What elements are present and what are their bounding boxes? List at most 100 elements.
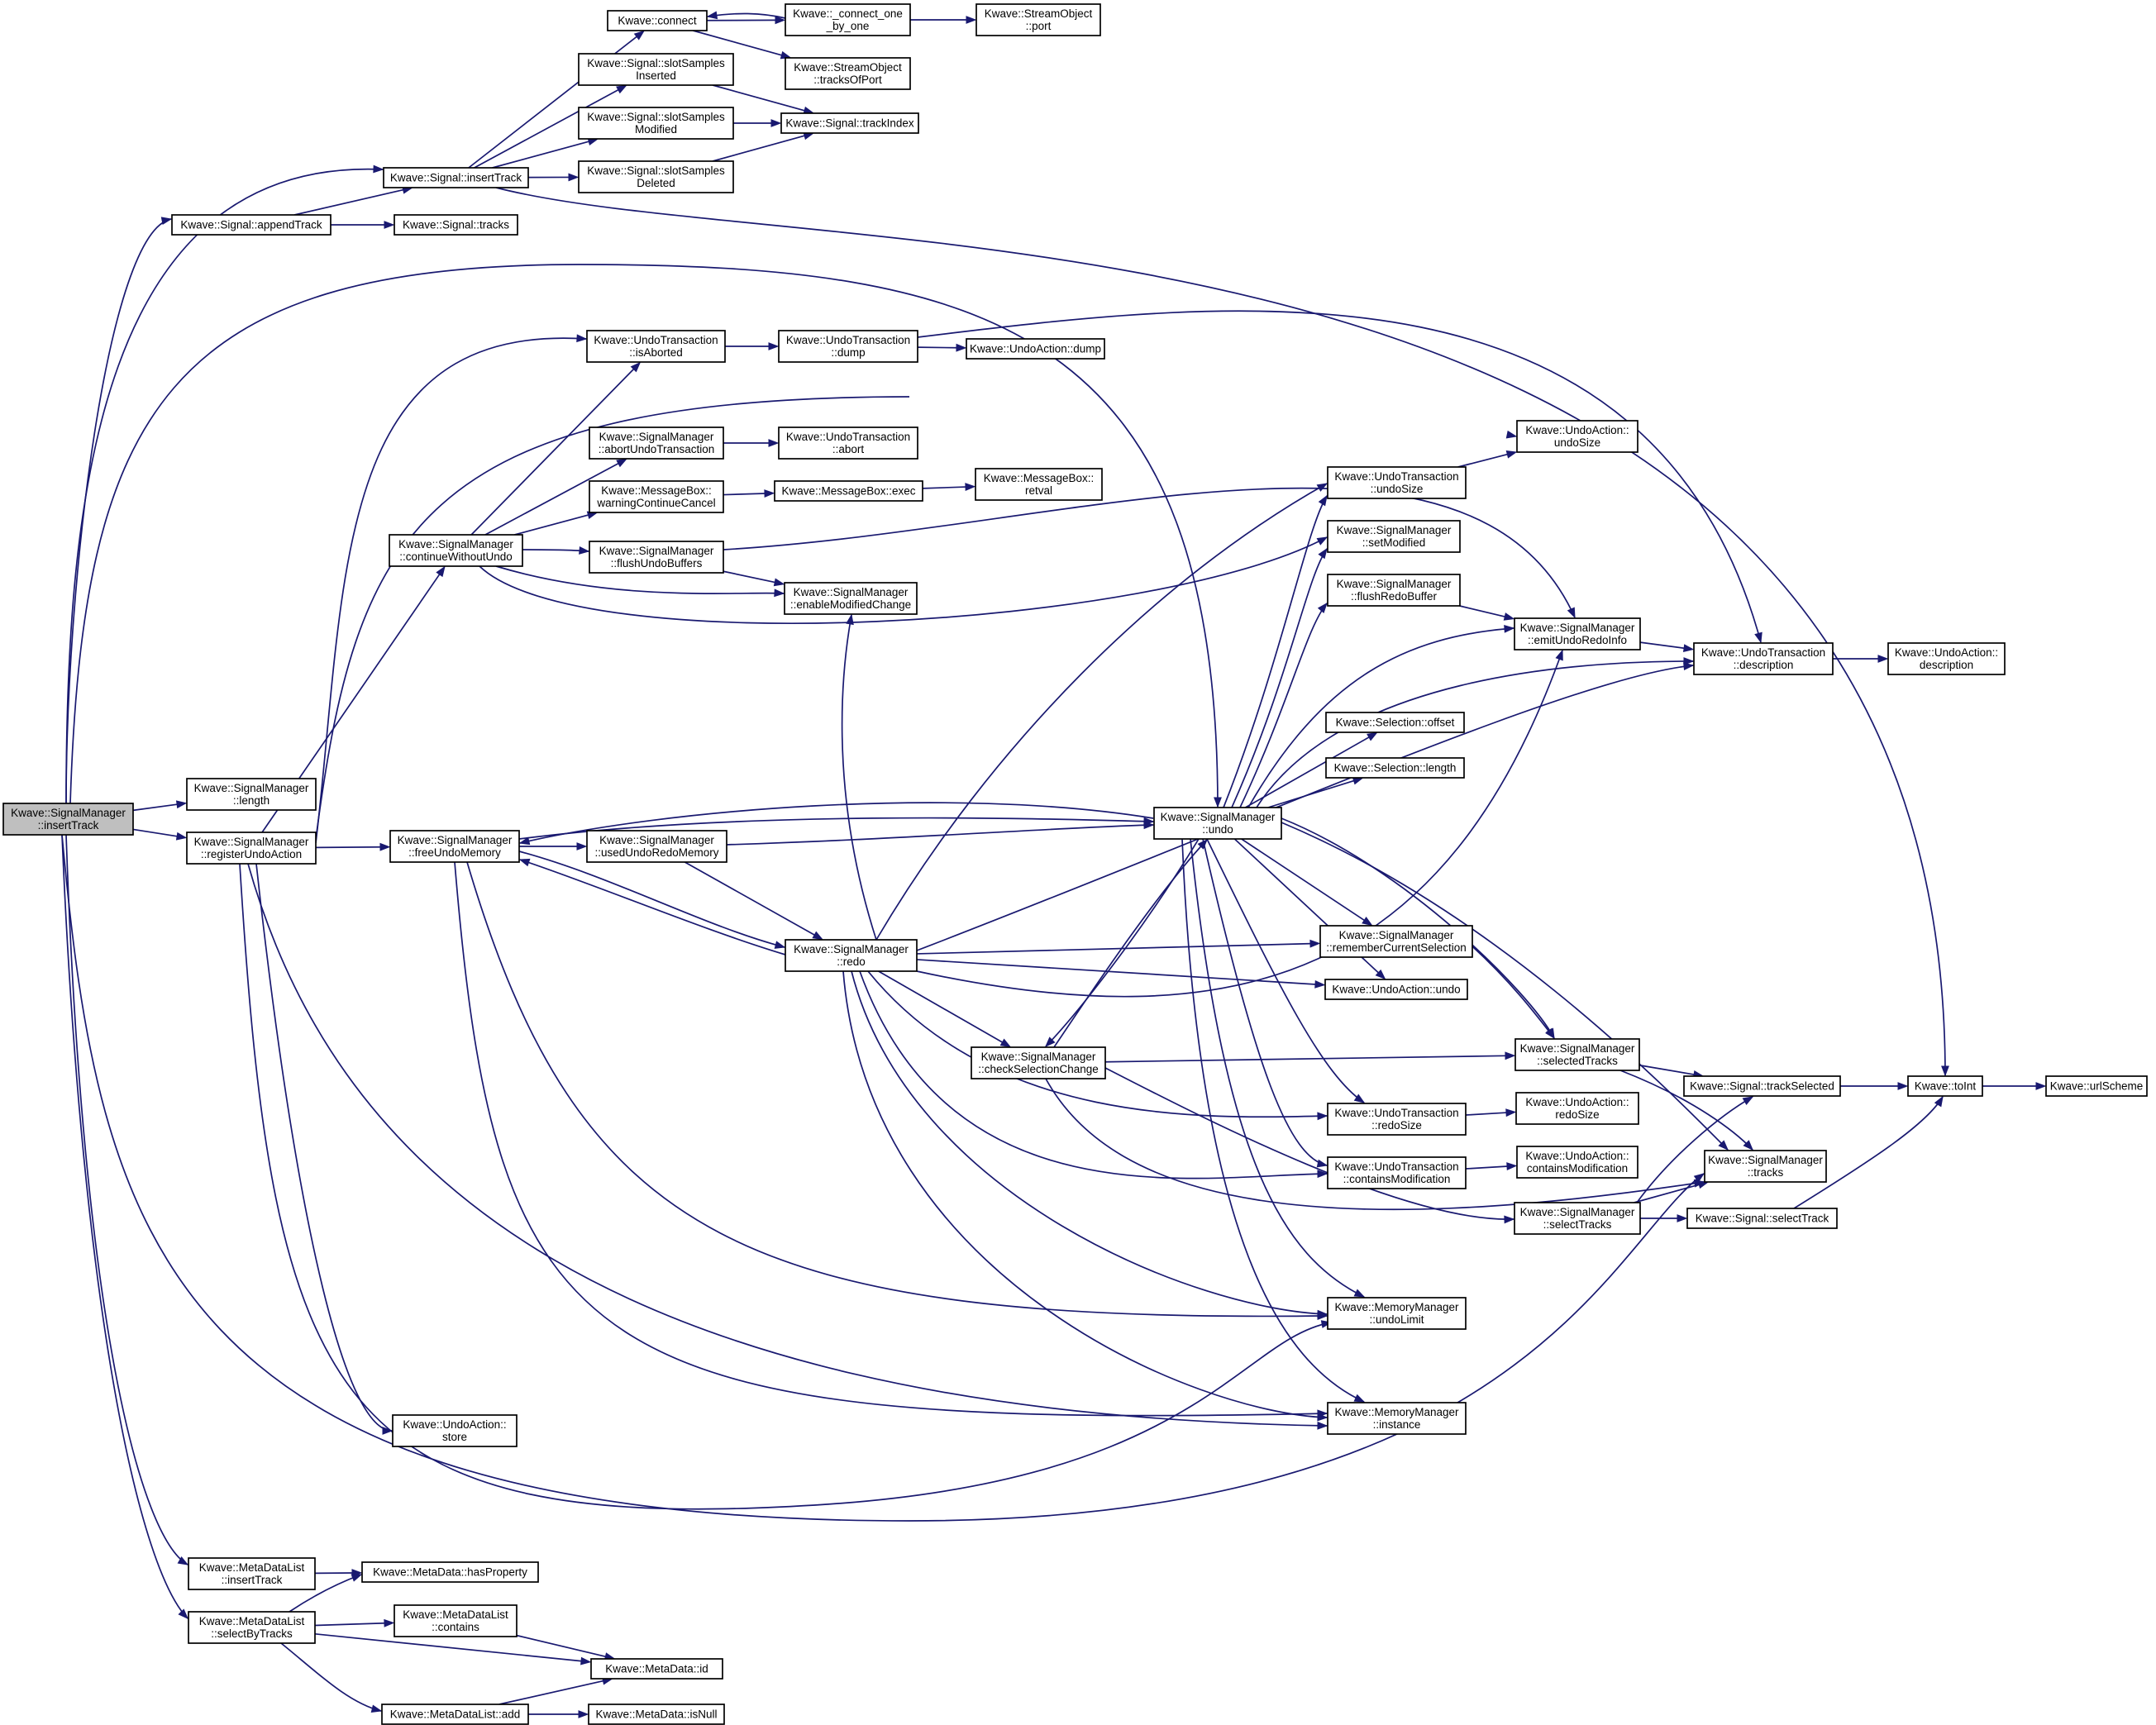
function-node-uacontains[interactable]: Kwave::UndoAction::containsModification bbox=[1516, 1146, 1638, 1179]
function-node-smlength[interactable]: Kwave::SignalManager::length bbox=[186, 778, 317, 811]
function-node-utdesc[interactable]: Kwave::UndoTransaction::description bbox=[1693, 642, 1834, 675]
call-edge-smabort-to-utabort2 bbox=[723, 439, 780, 447]
function-node-smregister[interactable]: Kwave::SignalManager::registerUndoAction bbox=[186, 832, 317, 865]
function-node-uadump[interactable]: Kwave::UndoAction::dump bbox=[966, 338, 1105, 360]
arrow-head-icon bbox=[175, 800, 188, 809]
function-node-smundo[interactable]: Kwave::SignalManager::undo bbox=[1153, 807, 1282, 840]
function-node-smredo[interactable]: Kwave::SignalManager::redo bbox=[785, 939, 918, 972]
node-box bbox=[785, 3, 911, 36]
function-node-uaundo[interactable]: Kwave::UndoAction::undo bbox=[1324, 979, 1468, 1000]
call-edge-smundo-to-utundosize bbox=[1223, 494, 1328, 808]
function-node-smsetmod[interactable]: Kwave::SignalManager::setModified bbox=[1327, 520, 1461, 553]
function-node-mmlimit[interactable]: Kwave::MemoryManager::undoLimit bbox=[1327, 1297, 1467, 1330]
node-box bbox=[1683, 1075, 1841, 1097]
function-node-smenable[interactable]: Kwave::SignalManager::enableModifiedChan… bbox=[784, 582, 918, 615]
function-node-smcont[interactable]: Kwave::SignalManager::continueWithoutUnd… bbox=[389, 534, 523, 567]
node-box bbox=[392, 1414, 518, 1447]
function-node-mminst[interactable]: Kwave::MemoryManager::instance bbox=[1327, 1402, 1467, 1435]
edge-line bbox=[841, 614, 877, 941]
function-node-sappend[interactable]: Kwave::Signal::appendTrack bbox=[171, 214, 332, 236]
function-node-utredosize[interactable]: Kwave::UndoTransaction::redoSize bbox=[1327, 1103, 1467, 1136]
function-node-root[interactable]: Kwave::SignalManager::insertTrack bbox=[2, 803, 134, 836]
function-node-trackindex[interactable]: Kwave::Signal::trackIndex bbox=[780, 112, 919, 134]
node-label-line: Kwave::Signal::trackSelected bbox=[1690, 1080, 1834, 1093]
function-node-smselecttracks[interactable]: Kwave::SignalManager::selectTracks bbox=[1514, 1202, 1641, 1235]
node-label-line: Kwave::Selection::offset bbox=[1336, 717, 1455, 729]
arrow-head-icon bbox=[1314, 979, 1326, 989]
call-edge-smused-to-smundo bbox=[726, 821, 1155, 846]
function-node-strackselected[interactable]: Kwave::Signal::trackSelected bbox=[1683, 1075, 1841, 1097]
arrow-head-icon bbox=[1317, 1421, 1328, 1430]
function-node-smtracks[interactable]: Kwave::SignalManager::tracks bbox=[1704, 1150, 1827, 1183]
function-node-smused[interactable]: Kwave::SignalManager::usedUndoRedoMemory bbox=[586, 830, 727, 863]
function-node-connect[interactable]: Kwave::connect bbox=[607, 10, 708, 31]
arrow-head-icon bbox=[351, 1574, 363, 1582]
call-edge-mdlselect-to-mdlcontains bbox=[314, 1618, 395, 1627]
function-node-mdlselect[interactable]: Kwave::MetaDataList::selectByTracks bbox=[188, 1611, 316, 1644]
function-node-mbretval[interactable]: Kwave::MessageBox::retval bbox=[975, 468, 1103, 501]
function-node-connect1[interactable]: Kwave::_connect_one_by_one bbox=[785, 3, 911, 36]
function-node-smflushredo[interactable]: Kwave::SignalManager::flushRedoBuffer bbox=[1327, 574, 1461, 607]
function-node-mdlcontains[interactable]: Kwave::MetaDataList::contains bbox=[394, 1604, 518, 1637]
function-node-uadesc[interactable]: Kwave::UndoAction::description bbox=[1887, 642, 2006, 675]
call-edge-sappend-to-stracks bbox=[331, 221, 395, 229]
call-edge-smredo-to-utdesc bbox=[916, 662, 1695, 951]
function-node-utcontains[interactable]: Kwave::UndoTransaction::containsModifica… bbox=[1327, 1156, 1467, 1189]
arrow-head-icon bbox=[518, 858, 531, 867]
node-box bbox=[774, 480, 923, 502]
function-node-utabort[interactable]: Kwave::UndoTransaction::isAborted bbox=[586, 330, 726, 363]
function-node-smfree[interactable]: Kwave::SignalManager::freeUndoMemory bbox=[389, 830, 520, 863]
node-box bbox=[394, 1604, 518, 1637]
function-node-sotracks[interactable]: Kwave::StreamObject::tracksOfPort bbox=[785, 57, 911, 90]
edge-line bbox=[522, 549, 589, 552]
edge-line bbox=[1638, 1064, 1696, 1075]
function-node-mdisnull[interactable]: Kwave::MetaData::isNull bbox=[588, 1704, 725, 1725]
function-node-smseltracks[interactable]: Kwave::SignalManager::selectedTracks bbox=[1514, 1038, 1640, 1071]
node-label-line: Modified bbox=[635, 123, 677, 136]
node-box bbox=[589, 426, 724, 460]
function-node-mdhas[interactable]: Kwave::MetaData::hasProperty bbox=[361, 1561, 539, 1583]
edge-line bbox=[1206, 838, 1365, 1103]
function-node-smemit[interactable]: Kwave::SignalManager::emitUndoRedoInfo bbox=[1514, 617, 1641, 650]
function-node-mdid[interactable]: Kwave::MetaData::id bbox=[590, 1658, 723, 1680]
node-box bbox=[784, 582, 918, 615]
function-node-smflush[interactable]: Kwave::SignalManager::flushUndoBuffers bbox=[589, 541, 724, 574]
function-node-utabort2[interactable]: Kwave::UndoTransaction::abort bbox=[778, 426, 918, 460]
function-node-uastore[interactable]: Kwave::UndoAction::store bbox=[392, 1414, 518, 1447]
node-box bbox=[1327, 520, 1461, 553]
arrow-head-icon bbox=[956, 343, 967, 352]
node-box bbox=[1327, 1297, 1467, 1330]
edge-line bbox=[255, 863, 393, 1432]
function-node-sinsert[interactable]: Kwave::Signal::insertTrack bbox=[383, 167, 529, 188]
function-node-mbexec[interactable]: Kwave::MessageBox::exec bbox=[774, 480, 923, 502]
function-node-smabort[interactable]: Kwave::SignalManager::abortUndoTransacti… bbox=[589, 426, 724, 460]
function-node-seloffset[interactable]: Kwave::Selection::offset bbox=[1325, 712, 1465, 733]
function-node-urlscheme[interactable]: Kwave::urlScheme bbox=[2045, 1075, 2148, 1097]
node-label-line: containsModification bbox=[1527, 1162, 1628, 1175]
function-node-uaredosize[interactable]: Kwave::UndoAction::redoSize bbox=[1515, 1092, 1639, 1125]
node-label-line: _by_one bbox=[826, 20, 870, 32]
edge-line bbox=[684, 861, 816, 936]
function-node-utundosize[interactable]: Kwave::UndoTransaction::undoSize bbox=[1327, 466, 1467, 499]
arrow-head-icon bbox=[1317, 602, 1328, 613]
function-node-stracks[interactable]: Kwave::Signal::tracks bbox=[394, 214, 518, 236]
function-node-mdladd[interactable]: Kwave::MetaDataList::add bbox=[381, 1704, 529, 1725]
function-node-soport[interactable]: Kwave::StreamObject::port bbox=[975, 3, 1101, 36]
function-node-smremember[interactable]: Kwave::SignalManager::rememberCurrentSel… bbox=[1319, 925, 1473, 958]
function-node-uaundosize[interactable]: Kwave::UndoAction::undoSize bbox=[1516, 420, 1638, 453]
function-node-toint[interactable]: Kwave::toInt bbox=[1907, 1075, 1983, 1097]
function-node-sselecttrack[interactable]: Kwave::Signal::selectTrack bbox=[1686, 1208, 1838, 1229]
arrow-head-icon bbox=[616, 84, 627, 94]
node-box bbox=[389, 830, 520, 863]
function-node-sellength[interactable]: Kwave::Selection::length bbox=[1325, 757, 1465, 779]
call-edge-smundo-to-smtracks bbox=[1281, 822, 1729, 1151]
call-edge-smselecttracks-to-smtracks bbox=[1634, 1180, 1710, 1203]
function-node-mbwarn[interactable]: Kwave::MessageBox::warningContinueCancel bbox=[589, 480, 724, 513]
function-node-smcheck[interactable]: Kwave::SignalManager::checkSelectionChan… bbox=[971, 1046, 1106, 1079]
function-node-mdlinsert[interactable]: Kwave::MetaDataList::insertTrack bbox=[188, 1557, 316, 1590]
function-node-utdump[interactable]: Kwave::UndoTransaction::dump bbox=[778, 330, 918, 363]
call-edge-smflush-to-smemit bbox=[723, 487, 1576, 619]
